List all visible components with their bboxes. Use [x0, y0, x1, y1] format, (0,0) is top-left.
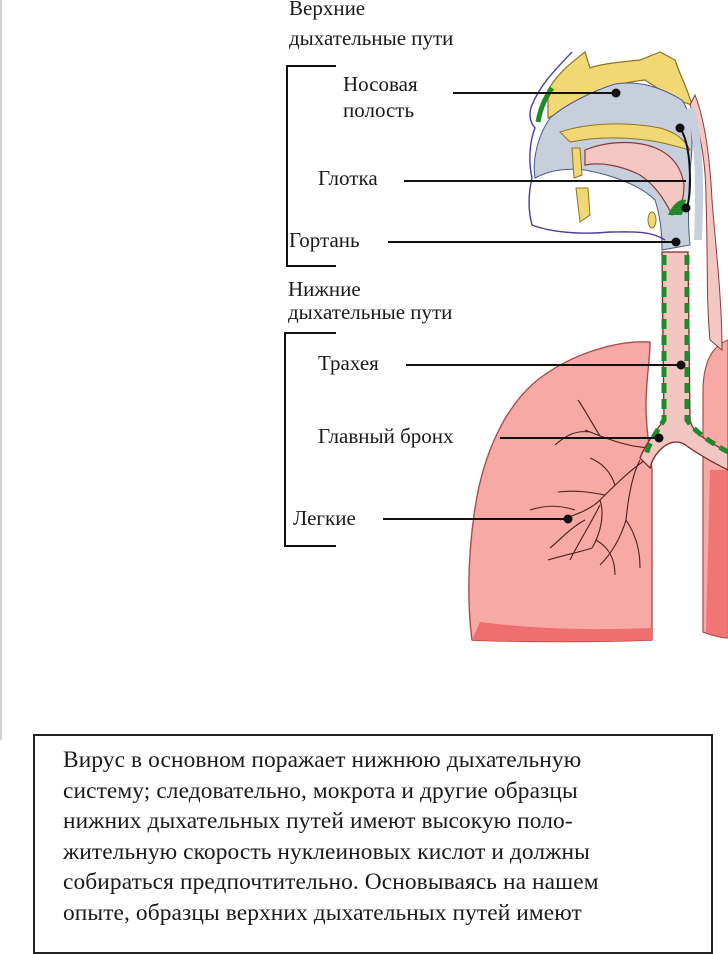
- text-line: жительную скорость нуклеиновых кислот и …: [63, 838, 590, 865]
- lower-airways-title-line2: дыхательные пути: [288, 300, 453, 324]
- lower-airways-title-line1: Нижние: [288, 277, 361, 301]
- pharynx-wall: [689, 93, 723, 352]
- label-main-bronchus: Главный бронх: [318, 424, 454, 448]
- label-trachea: Трахея: [318, 351, 379, 375]
- nasal-cavity-fill: [533, 82, 693, 251]
- left-lung-shadow: [472, 622, 652, 642]
- text-line: опыте, образцы верхних дыхательных путей…: [63, 899, 582, 926]
- lower-teeth: [575, 187, 591, 223]
- lower-airway-bracket: [284, 332, 336, 547]
- label-pharynx: Глотка: [318, 166, 378, 190]
- upper-airways-title-line1: Верхние: [289, 0, 366, 20]
- upper-airways-title-line2: дыхательные пути: [289, 26, 454, 50]
- text-line: систему; следовательно, мокрота и другие…: [63, 777, 578, 804]
- text-line: нижних дыхательных путей имеют высокую п…: [63, 808, 573, 835]
- hyoid: [647, 211, 657, 229]
- leader-dots: [563, 88, 691, 524]
- head-outline: [528, 51, 666, 241]
- right-lung-shadow: [706, 470, 728, 637]
- respiratory-diagram: [284, 50, 728, 643]
- label-nasal-cavity-line2: полость: [343, 98, 415, 122]
- page-edge: [0, 0, 2, 740]
- epiglottis: [668, 199, 686, 215]
- bronchial-tree: [529, 399, 656, 576]
- palate: [559, 123, 691, 151]
- upper-airway-bracket: [286, 65, 336, 267]
- trachea-rings: [643, 255, 728, 456]
- leader-lines: [383, 92, 692, 520]
- label-larynx: Гортань: [289, 228, 360, 252]
- nasal-mucosa: [535, 86, 555, 123]
- text-line: собираться предпочтительно. Основываясь …: [63, 869, 599, 896]
- neck-line: [686, 106, 704, 241]
- label-nasal-cavity-line1: Носовая: [343, 72, 418, 96]
- info-text-box: Вирус в основном поражает нижнюю дыхател…: [33, 734, 713, 954]
- text-line: Вирус в основном поражает нижнюю дыхател…: [63, 747, 582, 773]
- upper-teeth: [571, 147, 583, 179]
- label-lungs: Легкие: [293, 506, 356, 530]
